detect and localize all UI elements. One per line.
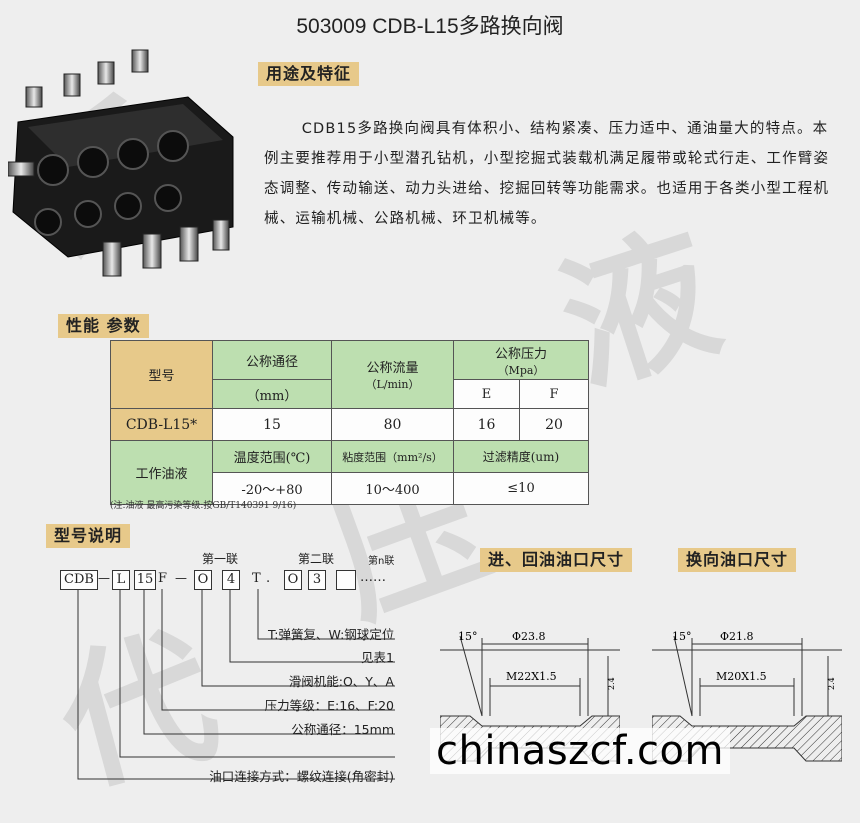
site-watermark: chinaszcf.com <box>430 728 730 774</box>
port-reverse-drawing: 15° Φ21.8 M20X1.5 2.4 <box>652 630 842 762</box>
legend-bore: 公称通径：15mm <box>291 722 394 737</box>
fluid-header: 工作油液 <box>110 440 213 505</box>
group-first-label: 第一联 <box>202 552 239 566</box>
section-port-inout-title: 进、回油油口尺寸 <box>480 548 633 572</box>
port1-angle: 15° <box>458 630 478 643</box>
filter-value: ≤10 <box>453 472 589 505</box>
performance-table: 型号 公称通径 公称流量（L/min） 公称压力（Mpa） （mm） E F C… <box>110 340 589 505</box>
temp-value: -20～+80 <box>212 472 332 505</box>
section-model-title: 型号说明 <box>46 524 131 548</box>
code-dash: — <box>175 571 187 585</box>
code-blank <box>336 570 356 590</box>
product-description: CDB15多路换向阀具有体积小、结构紧凑、压力适中、通油量大的特点。本例主要推荐… <box>264 121 830 227</box>
code-cdb: CDB <box>60 570 98 590</box>
code-t: T <box>252 571 261 586</box>
fluid-note: (注:油液 最高污染等级:按GB/T140391 9/16) <box>110 501 297 511</box>
pressure-f-header: F <box>519 379 589 409</box>
model-header: 型号 <box>110 340 213 409</box>
flow-value: 80 <box>331 408 454 441</box>
section-usage-title: 用途及特征 <box>258 62 360 86</box>
section-port-reverse-title: 换向油口尺寸 <box>678 548 797 572</box>
legend-spool: 滑阀机能:O、Y、A <box>288 674 394 689</box>
legend-table: 见表1 <box>361 650 394 665</box>
valve-product-image <box>8 49 234 277</box>
pressure-e-header: E <box>453 379 520 409</box>
code-dash: — <box>98 571 110 585</box>
visc-value: 10～400 <box>331 472 454 505</box>
model-value: CDB-L15* <box>110 408 213 441</box>
port1-thread: M22X1.5 <box>506 670 557 683</box>
visc-header: 粘度范围（mm²/s） <box>331 440 454 473</box>
legend-pressure: 压力等级：E:16、F:20 <box>264 698 394 713</box>
filter-header: 过滤精度(um) <box>453 440 589 473</box>
group-n-label: 第n联 <box>368 556 395 567</box>
section-performance-title: 性能 参数 <box>58 314 149 338</box>
code-f: F <box>158 571 168 586</box>
flow-header: 公称流量（L/min） <box>331 340 454 409</box>
port2-angle: 15° <box>672 630 692 643</box>
code-ellipsis: …… <box>360 570 386 585</box>
port2-dia: Φ21.8 <box>720 630 754 643</box>
legend-port: 油口连接方式：螺纹连接(角密封) <box>209 769 394 784</box>
port2-depth: 2.4 <box>827 677 836 690</box>
port2-thread: M20X1.5 <box>716 670 767 683</box>
bore-header: 公称通径 <box>212 340 332 380</box>
legend-t: T:弹簧复、W:钢球定位 <box>268 627 395 642</box>
port1-depth: 2.4 <box>607 677 616 690</box>
port1-dia: Φ23.8 <box>512 630 546 643</box>
code-3: 3 <box>308 570 326 590</box>
temp-header: 温度范围(℃) <box>212 440 332 473</box>
bore-unit: （mm） <box>212 379 332 409</box>
code-4: 4 <box>222 570 240 590</box>
code-spool-o2: O <box>284 570 302 590</box>
group-second-label: 第二联 <box>298 552 335 566</box>
code-l: L <box>112 570 130 590</box>
pressure-e-value: 16 <box>453 408 520 441</box>
code-leader-lines <box>77 589 395 780</box>
page-title: 503009 CDB-L15多路换向阀 <box>296 15 564 38</box>
code-dot: . <box>266 571 271 586</box>
code-spool-o: O <box>194 570 212 590</box>
code-bore: 15 <box>134 570 156 590</box>
